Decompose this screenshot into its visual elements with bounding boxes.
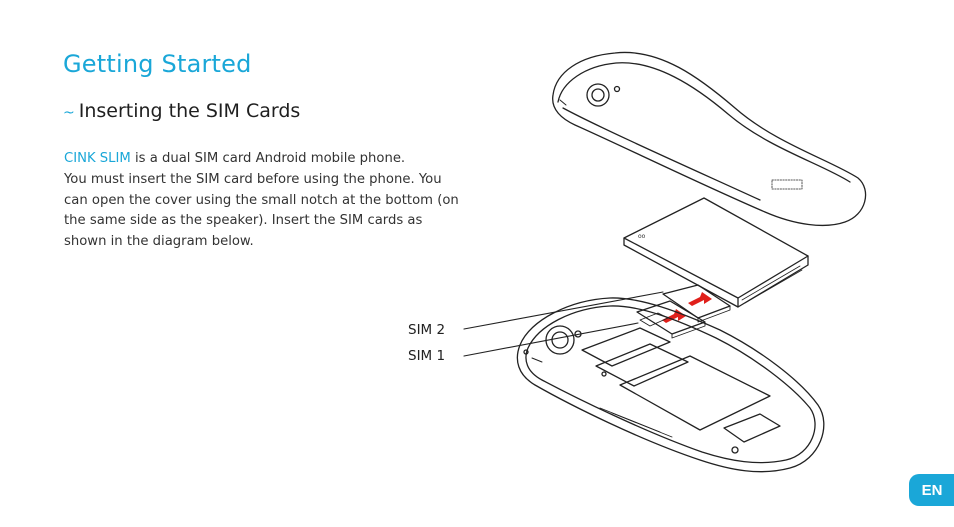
- section-heading-text: Inserting the SIM Cards: [78, 100, 301, 122]
- sim-cards-illustration: [636, 284, 731, 339]
- svg-text:oo: oo: [638, 233, 646, 240]
- sim2-label: SIM 2: [408, 322, 446, 338]
- language-badge: EN: [909, 474, 954, 506]
- phone-body-illustration: [516, 297, 825, 473]
- sim2-leader-line: [463, 291, 664, 330]
- instructions-text: You must insert the SIM card before usin…: [64, 171, 459, 250]
- section-marker: ~: [63, 105, 75, 121]
- intro-text: is a dual SIM card Android mobile phone.: [130, 151, 406, 166]
- section-heading: ~Inserting the SIM Cards: [63, 100, 300, 122]
- page-title: Getting Started: [63, 50, 252, 78]
- sim1-label: SIM 1: [408, 348, 446, 364]
- battery-illustration: oo: [623, 197, 809, 308]
- sim1-leader-line: [463, 322, 639, 357]
- arrow-up-icon: [688, 292, 712, 306]
- instructions-paragraph: CINK SLIM is a dual SIM card Android mob…: [64, 149, 464, 253]
- back-cover-illustration: [552, 51, 867, 227]
- brand-name: CINK SLIM: [64, 151, 131, 166]
- arrow-up-icon: [662, 309, 686, 323]
- leader-lines: [463, 291, 664, 357]
